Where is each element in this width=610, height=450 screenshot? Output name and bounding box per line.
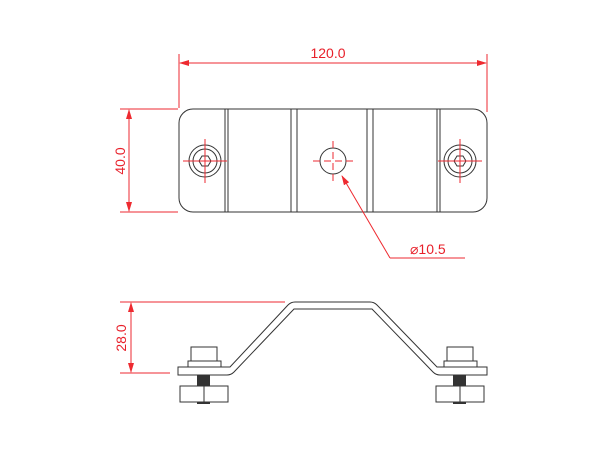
width-dimension: 120.0 [178,45,488,112]
height-dimension: 40.0 [112,108,178,213]
side-view: 28.0 [113,301,488,404]
right-bolt-icon [438,139,482,183]
center-hole [313,141,353,181]
hole-dimension: ⌀10.5 [341,175,465,259]
plate-outline [178,108,488,213]
left-bolt-icon [183,139,227,183]
plate-bends [224,109,441,212]
right-bolt-side-icon [435,346,485,404]
left-bolt-side-icon [179,346,229,404]
hole-label: ⌀10.5 [410,241,446,257]
side-height-dimension: 28.0 [113,301,285,374]
width-label: 120.0 [310,45,345,61]
bracket-outline [177,301,488,376]
height-label: 40.0 [112,147,128,174]
top-view: 120.0 40.0 ⌀10.5 [112,45,488,259]
side-height-label: 28.0 [113,324,129,351]
